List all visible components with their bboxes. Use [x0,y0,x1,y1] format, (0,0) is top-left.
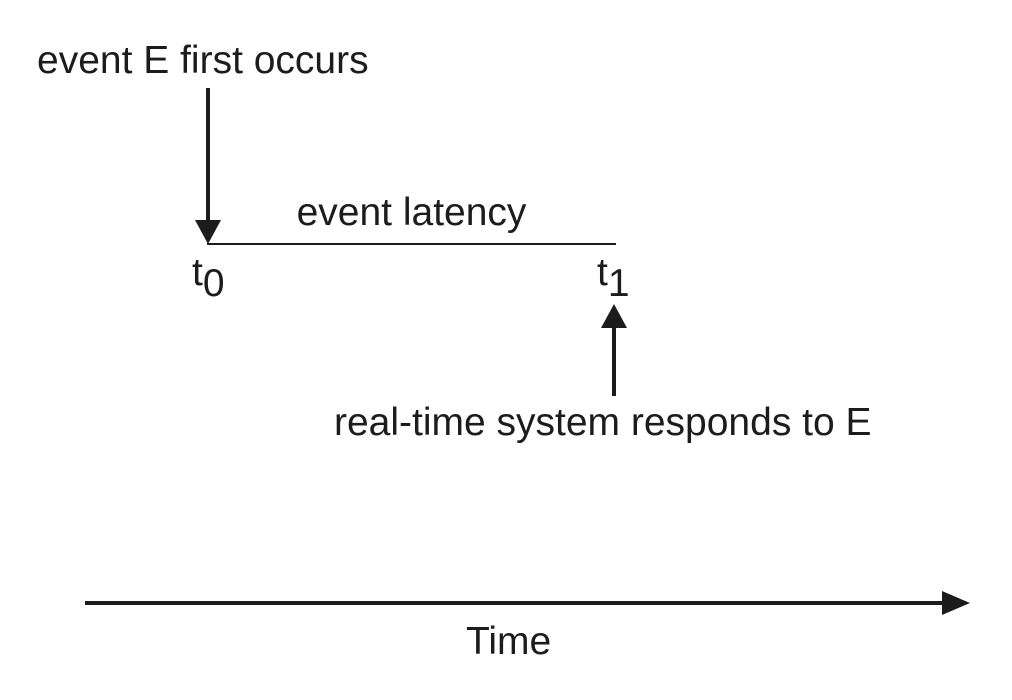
time-axis-shaft [85,601,944,605]
down-arrowhead-icon [195,220,221,244]
t1-subscript: 1 [607,262,630,305]
t1-base: t [597,251,608,294]
label-event-latency: event latency [296,191,527,234]
label-t1: t1 [597,251,630,303]
up-arrow-shaft [612,326,616,396]
label-time-axis: Time [466,620,552,663]
t0-subscript: 0 [202,262,225,305]
label-t0: t0 [192,251,225,303]
label-system-responds: real-time system responds to E [334,401,872,444]
t0-base: t [192,251,203,294]
down-arrow-shaft [206,88,210,222]
label-event-occurs: event E first occurs [37,39,369,82]
right-arrowhead-icon [942,591,970,615]
latency-interval-line [207,243,616,245]
up-arrowhead-icon [601,304,627,328]
